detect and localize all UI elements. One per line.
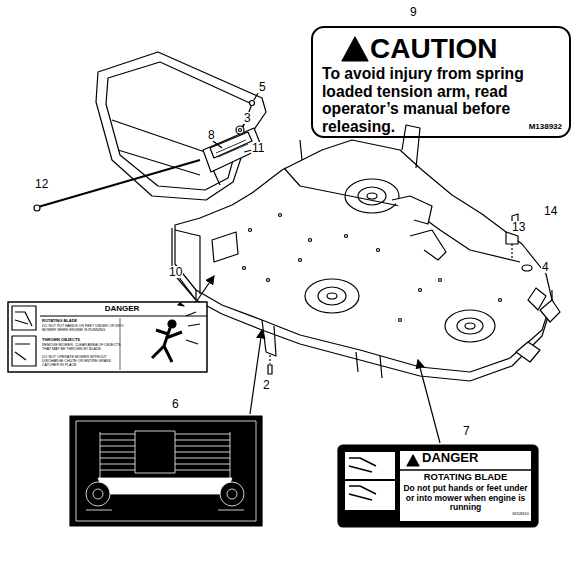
decal-heading: DANGER xyxy=(42,305,202,314)
bolt xyxy=(250,101,255,106)
idler-bracket xyxy=(506,232,518,244)
danger-decal: DANGER ROTATING BLADEDo not put hands or … xyxy=(338,445,538,527)
callout-number: 8 xyxy=(207,129,216,141)
danger-decal-7 xyxy=(338,445,538,527)
caution-decal-frame xyxy=(312,27,570,137)
decal-heading: DANGER xyxy=(422,451,478,466)
callout-number: 5 xyxy=(258,81,267,93)
part-number: M138932 xyxy=(529,123,562,132)
decal-heading: CAUTION xyxy=(370,33,498,64)
nut xyxy=(236,126,244,134)
discharge-chute xyxy=(96,52,266,200)
bolt xyxy=(268,365,272,374)
callout-number: 9 xyxy=(409,6,418,18)
decal-text: DO NOT PUT HANDS OR FEET UNDER OR INTO M… xyxy=(42,324,126,332)
warning-triangle xyxy=(342,37,368,61)
callout-number: 2 xyxy=(262,379,271,391)
caution-decal: CAUTIONTo avoid injury from spring loade… xyxy=(312,27,570,137)
callout-number: 6 xyxy=(171,398,180,410)
decal-text: To avoid injury from spring loaded tensi… xyxy=(322,65,564,135)
callout-number: 10 xyxy=(168,266,183,278)
decal-text: ROTATING BLADE xyxy=(402,472,529,483)
decal-text: REMOVE MOWER, CLEAR AREA OF OBJECTS THAT… xyxy=(42,343,126,351)
callout-number: 3 xyxy=(243,112,252,124)
washer xyxy=(522,265,532,271)
callout-number: 14 xyxy=(543,205,558,217)
callout-number: 4 xyxy=(541,261,550,273)
part-number: M118610 xyxy=(513,512,529,516)
rod xyxy=(38,160,200,207)
decal-text: Do not put hands or feet under or into m… xyxy=(402,484,529,513)
mower-deck xyxy=(172,125,560,381)
callout-number: 7 xyxy=(462,425,471,437)
cutting-height-decal xyxy=(70,416,262,526)
decal-text: THROWN OBJECTS xyxy=(42,338,126,342)
danger-decal: DANGER ROTATING BLADEDO NOT PUT HANDS OR … xyxy=(8,302,207,372)
decal-text: ROTATING BLADE xyxy=(42,319,126,323)
rod-head xyxy=(34,205,40,211)
plate xyxy=(210,132,252,158)
danger-decal-10 xyxy=(8,302,207,372)
decal-text: DO NOT OPERATE MOWER WITHOUT DISCHARGE C… xyxy=(42,355,126,367)
callout-number: 11 xyxy=(251,142,265,154)
callout-number: 12 xyxy=(34,178,49,190)
callout-number: 13 xyxy=(511,221,526,233)
